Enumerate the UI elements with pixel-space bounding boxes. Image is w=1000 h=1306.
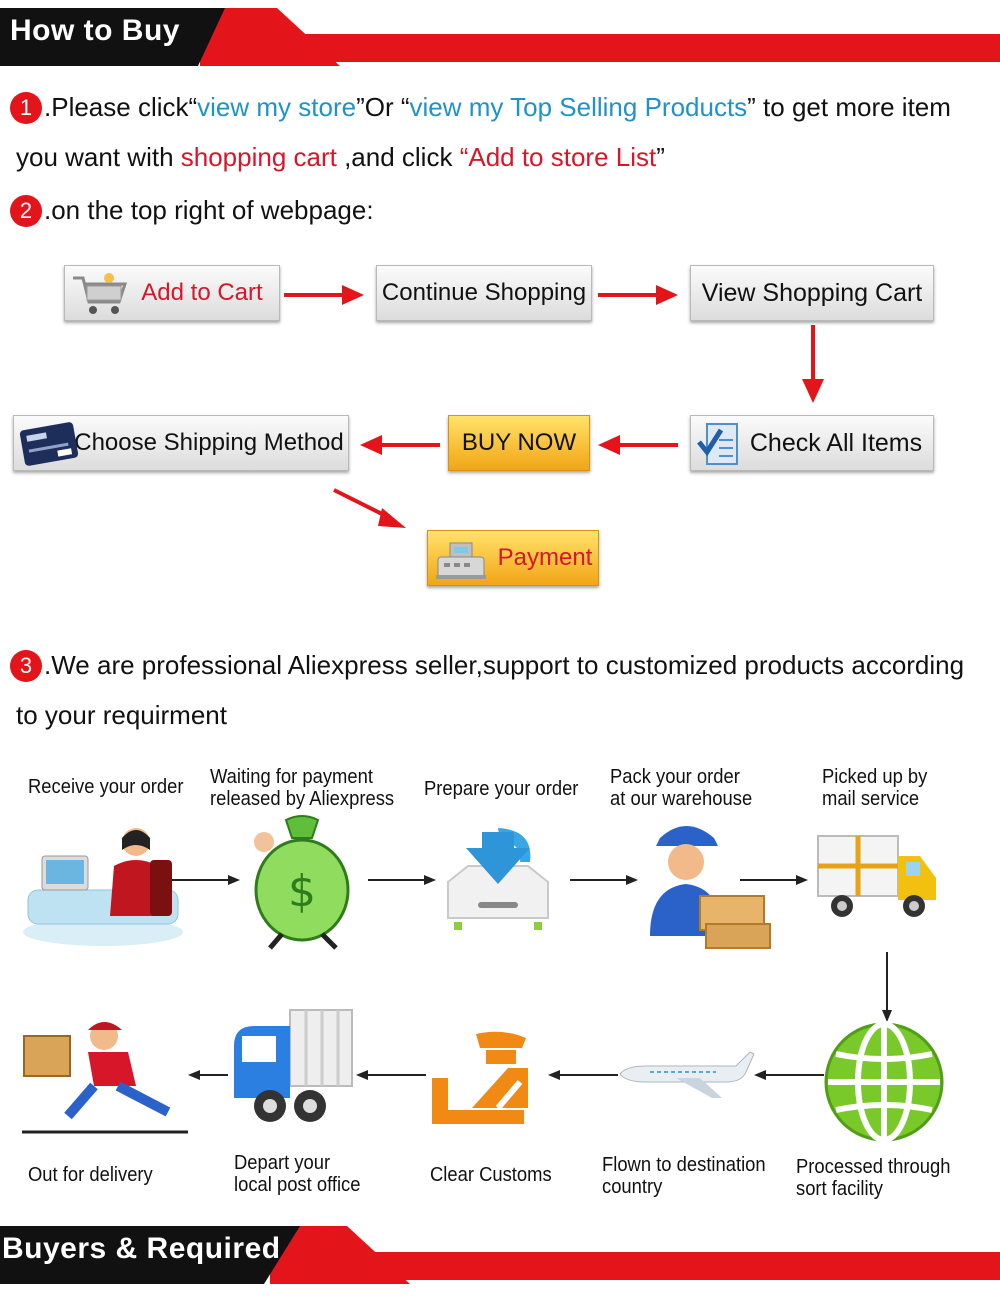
continue-shopping-button[interactable]: Continue Shopping xyxy=(376,265,592,321)
delivery-truck-icon xyxy=(817,835,936,917)
arrow-diagonal-icon xyxy=(333,488,406,528)
arrow-right-icon xyxy=(172,875,240,885)
computer-operator-icon xyxy=(23,828,183,946)
step3-line2: to your requirment xyxy=(16,700,227,730)
buy-now-label: BUY NOW xyxy=(461,429,577,456)
arrow-right-icon xyxy=(598,285,678,305)
step-number-badge: 2 xyxy=(10,195,42,227)
airplane-icon xyxy=(619,1051,755,1098)
credit-card-icon xyxy=(19,422,79,466)
arrow-left-icon xyxy=(356,1070,426,1080)
money-bag-icon: $ xyxy=(254,815,350,950)
arrow-left-icon xyxy=(598,435,678,455)
add-to-cart-button[interactable]: Add to Cart xyxy=(64,265,280,321)
out-for-delivery-label: Out for delivery xyxy=(28,1164,153,1186)
view-my-store-link[interactable]: view my store xyxy=(197,92,357,122)
clear-customs-label: Clear Customs xyxy=(430,1164,552,1186)
banner-title: How to Buy xyxy=(10,14,180,47)
arrow-right-icon xyxy=(284,285,364,305)
arrow-right-icon xyxy=(570,875,638,885)
arrow-down-icon xyxy=(802,325,824,403)
globe-icon xyxy=(824,1021,944,1143)
top-selling-products-link[interactable]: view my Top Selling Products xyxy=(409,92,748,122)
step2-line: 2.on the top right of webpage: xyxy=(10,195,1000,227)
banner-red-bar xyxy=(300,34,1000,62)
arrow-left-icon xyxy=(548,1070,618,1080)
banner-red-bar xyxy=(370,1252,1000,1280)
arrow-right-icon xyxy=(368,875,436,885)
step1-line2: you want with shopping cart ,and click “… xyxy=(16,142,665,172)
shopping-cart-icon xyxy=(73,273,128,314)
how-to-buy-banner: How to Buy xyxy=(0,8,1000,66)
check-all-items-button[interactable]: Check All Items xyxy=(690,415,934,471)
continue-shopping-label: Continue Shopping xyxy=(381,279,587,306)
banner-black-tab xyxy=(0,8,225,66)
buy-now-button[interactable]: BUY NOW xyxy=(448,415,590,471)
prepare-order-label: Prepare your order xyxy=(424,778,579,800)
add-to-cart-label: Add to Cart xyxy=(141,279,263,306)
step1-line1: 1.Please click“view my store”Or “view my… xyxy=(10,92,1000,124)
view-shopping-cart-button[interactable]: View Shopping Cart xyxy=(690,265,934,321)
arrow-left-icon xyxy=(188,1070,228,1080)
choose-shipping-method-button[interactable]: Choose Shipping Method xyxy=(13,415,349,471)
add-to-store-list-link[interactable]: “Add to store List xyxy=(459,142,657,172)
cash-register-icon xyxy=(436,542,486,579)
step-number-badge: 3 xyxy=(10,650,42,682)
payment-label: Payment xyxy=(497,544,593,571)
post-truck-icon xyxy=(234,1009,353,1122)
delivery-runner-icon xyxy=(22,1022,188,1134)
arrow-down-icon xyxy=(882,952,892,1022)
buyers-required-banner: Buyers & Required xyxy=(0,1226,1000,1284)
check-all-items-label: Check All Items xyxy=(749,428,923,457)
payment-button[interactable]: Payment xyxy=(427,530,599,586)
choose-shipping-method-label: Choose Shipping Method xyxy=(74,429,344,456)
banner-title: Buyers & Required xyxy=(2,1232,281,1265)
step3-line1: 3.We are professional Aliexpress seller,… xyxy=(10,650,1000,682)
arrow-left-icon xyxy=(360,435,440,455)
checklist-icon xyxy=(697,423,738,465)
banner-black-tab xyxy=(0,1226,300,1284)
shopping-cart-link[interactable]: shopping cart xyxy=(180,142,337,172)
download-tray-icon xyxy=(447,828,549,930)
customs-officer-icon xyxy=(432,1031,528,1124)
arrow-right-icon xyxy=(740,875,808,885)
receive-order-label: Receive your order xyxy=(28,776,184,798)
warehouse-worker-icon xyxy=(650,826,771,949)
step-number-badge: 1 xyxy=(10,92,42,124)
svg-text:$: $ xyxy=(288,866,316,917)
view-shopping-cart-label: View Shopping Cart xyxy=(701,278,923,307)
arrow-left-icon xyxy=(754,1070,824,1080)
